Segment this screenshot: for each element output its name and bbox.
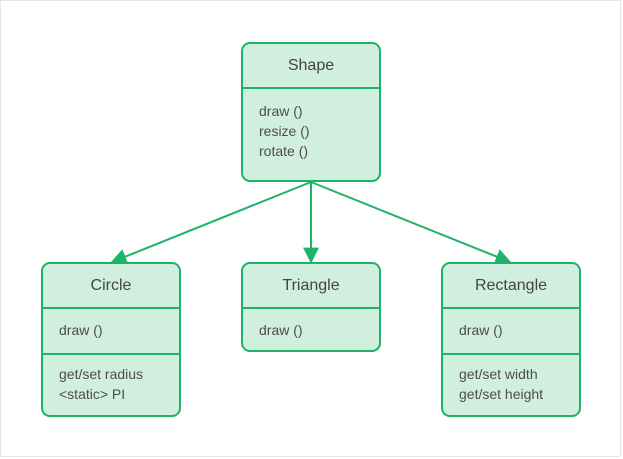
class-circle[interactable]: Circle draw () get/set radius <static> P… (41, 262, 181, 417)
class-circle-methods: draw () (43, 307, 179, 353)
class-triangle-name: Triangle (282, 276, 340, 294)
class-shape-methods: draw () resize () rotate () (243, 87, 379, 180)
class-shape[interactable]: Shape draw () resize () rotate () (241, 42, 381, 182)
method: resize () (259, 123, 310, 139)
property: get/set height (459, 386, 544, 402)
class-triangle-methods: draw () (243, 307, 379, 340)
class-rectangle-name: Rectangle (474, 276, 548, 294)
class-circle-properties: get/set radius <static> PI (43, 353, 179, 404)
class-circle-name: Circle (90, 276, 132, 294)
arrow-shape-to-rectangle (310, 181, 512, 265)
class-rectangle-methods: draw () (443, 307, 579, 353)
method: draw () (59, 322, 103, 338)
class-triangle[interactable]: Triangle draw () (241, 262, 381, 352)
class-rectangle[interactable]: Rectangle draw () get/set width get/set … (441, 262, 581, 417)
method: draw () (459, 322, 503, 338)
method: draw () (259, 322, 303, 338)
property: <static> PI (59, 386, 126, 402)
arrow-shape-to-circle (110, 181, 312, 265)
method: rotate () (259, 143, 309, 159)
property: get/set radius (59, 366, 144, 382)
class-rectangle-properties: get/set width get/set height (443, 353, 579, 404)
method: draw () (259, 103, 303, 119)
class-shape-name: Shape (287, 56, 335, 74)
property: get/set width (459, 366, 538, 382)
